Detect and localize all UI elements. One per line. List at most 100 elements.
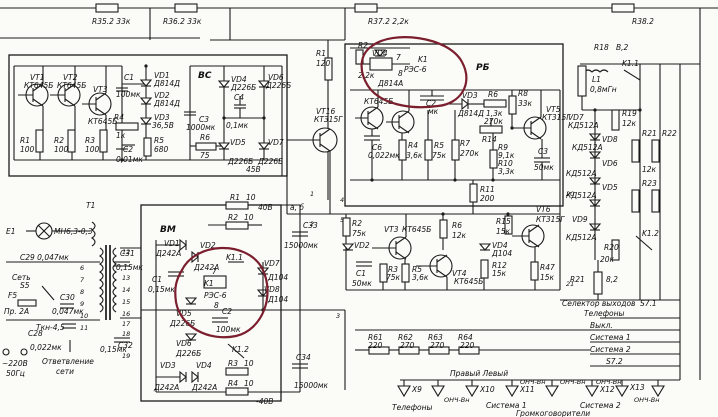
v40p-label: 40В	[258, 203, 273, 212]
r4b-label: R4	[408, 141, 418, 150]
r62-label: R62	[398, 333, 413, 342]
output-labels: R61 220 R62 270 R63 270 R64 220 Селектор…	[368, 299, 660, 417]
e1-label: E1	[6, 227, 16, 236]
pin-1: 1	[310, 190, 314, 198]
pin-8: 8	[80, 288, 84, 296]
r2vm-value: 10	[244, 213, 254, 222]
system1-bottom-label: Система 1	[486, 401, 527, 410]
top-label-3: R37.2 2,2к	[368, 17, 409, 26]
vd3b-type: Д814Д	[457, 109, 484, 118]
top-label-2: R36.2 33к	[163, 17, 202, 26]
pin-12: 12	[122, 248, 130, 256]
r21-label: R21	[642, 129, 657, 138]
vt16-type: КТ315Г	[314, 115, 343, 124]
r2c-value: 75к	[352, 229, 367, 238]
vd4b-type: Д814А	[377, 79, 403, 88]
phones-label: Телефоны	[392, 403, 433, 412]
r3vm-label: R3	[228, 359, 238, 368]
vd3-label: VD3	[154, 113, 170, 122]
vd3b-label: VD3	[462, 91, 478, 100]
selector-off: Выкл.	[590, 321, 613, 330]
pin-6: 6	[80, 264, 84, 272]
l1-value: 0,8мГн	[590, 85, 617, 94]
vt2-type: КТ645Б	[57, 81, 86, 90]
pin-20: 20	[566, 190, 574, 198]
pin-19: 19	[122, 352, 130, 360]
vd7-type: Д226Б	[257, 157, 283, 166]
vd6vm-label: VD6	[176, 339, 192, 348]
vm-block-title: ВМ	[160, 225, 176, 235]
right-left-label: Правый Левый	[450, 369, 508, 378]
r1b-label: R1	[316, 49, 326, 58]
selector-label-2: Телефоны	[584, 309, 625, 318]
c1-label: C1	[124, 73, 134, 82]
selector-label-1: Селектор выходов	[562, 299, 635, 308]
pin-17: 17	[122, 320, 131, 328]
otv-label-2: сети	[56, 367, 74, 376]
vd4vm-label: VD4	[196, 361, 212, 370]
x12-label: X12	[599, 385, 615, 394]
c28-value: 0,022мк	[30, 343, 62, 352]
r5b-label: R5	[434, 141, 444, 150]
vs-block: ВС	[8, 54, 288, 177]
k1-pin7: 7	[396, 53, 401, 62]
r64-label: R64	[458, 333, 473, 342]
pin-numbers: 6 7 8 9 10 11 12 13 14 15 16 17 18 19 1 …	[80, 190, 574, 360]
vd4b-label: VD4	[372, 49, 388, 58]
onch-label-1: ОНЧ-Вн	[444, 396, 470, 404]
vd5-label: VD5	[230, 138, 246, 147]
vt3c-type: КТ645Б	[402, 225, 431, 234]
pin-9: 9	[80, 300, 84, 308]
vd7vm-label: VD7	[264, 259, 280, 268]
r6-value: 75	[200, 151, 210, 160]
k1vm-label: K1	[204, 279, 214, 288]
r7b-label: R7	[460, 139, 470, 148]
vm-labels: R1 10 40В R2 10 VD1 Д242А VD2 Д242А K1.1…	[148, 193, 288, 406]
mains-labels: E1 МН6,3-0,3 T1 C31 0,15мк C29 0,047мк С…	[2, 201, 143, 378]
rb-transistor-type: КТ645Б	[364, 97, 393, 106]
vd2-type: Д814Д	[153, 99, 180, 108]
r20-value: 20к	[600, 255, 615, 264]
c3b-label: C3	[538, 147, 548, 156]
x10-label: X10	[479, 385, 495, 394]
vd6r-label: VD6	[602, 159, 618, 168]
vd5-type: Д226Б	[227, 157, 253, 166]
selector-system-1: Система 1	[590, 333, 631, 342]
right-labels: R18 В,2 L1 0,8мГн K1.1 R19 12к VD7 КД512…	[566, 43, 677, 284]
r3c-label: R3	[388, 265, 398, 274]
c30-value: 0,047мк	[52, 307, 84, 316]
vd4c-label: VD4	[492, 241, 508, 250]
vd2-label: VD2	[154, 91, 170, 100]
r21-value: 12к	[642, 165, 657, 174]
c34-value: 15000мк	[294, 381, 329, 390]
rb-labels: R1 120 R2 2,2к VD4 Д814А K1 РЭС-6 7 8 VT…	[314, 41, 571, 203]
f5-label: F5	[8, 291, 17, 300]
vd7r-label: VD7	[568, 113, 584, 122]
vt5b-type: КТ315Г	[542, 113, 571, 122]
c1c-value: 50мк	[352, 279, 372, 288]
pin-4: 4	[340, 196, 344, 204]
r11b-label: R11	[480, 185, 495, 194]
c32-label: C32	[118, 341, 133, 350]
vd5r-type: КД512А	[566, 191, 597, 200]
r63-label: R63	[428, 333, 443, 342]
c33-value: 15000мк	[284, 241, 319, 250]
selector-system-2: Система 2	[590, 345, 631, 354]
vt5b-label: VT5	[546, 105, 561, 114]
r5-label: R5	[154, 136, 164, 145]
highlight-marks	[174, 36, 468, 339]
r19-label: R19	[622, 109, 637, 118]
onch-label-3: ОНЧ-Вн	[560, 378, 586, 386]
c2b-value: мк	[428, 107, 439, 116]
mains-section	[2, 221, 141, 356]
c6b-value: 0,022мк	[368, 151, 400, 160]
vt6c-label: VT6	[536, 205, 551, 214]
r4-value: 1к	[116, 131, 126, 140]
vm-pin8: 8	[214, 301, 219, 310]
r11b-value: 200	[480, 194, 495, 203]
r15c-value: 15к	[496, 227, 511, 236]
r23-label: R23	[642, 179, 657, 188]
r1vm-label: R1	[230, 193, 240, 202]
r5c-value: 3,6к	[412, 273, 429, 282]
